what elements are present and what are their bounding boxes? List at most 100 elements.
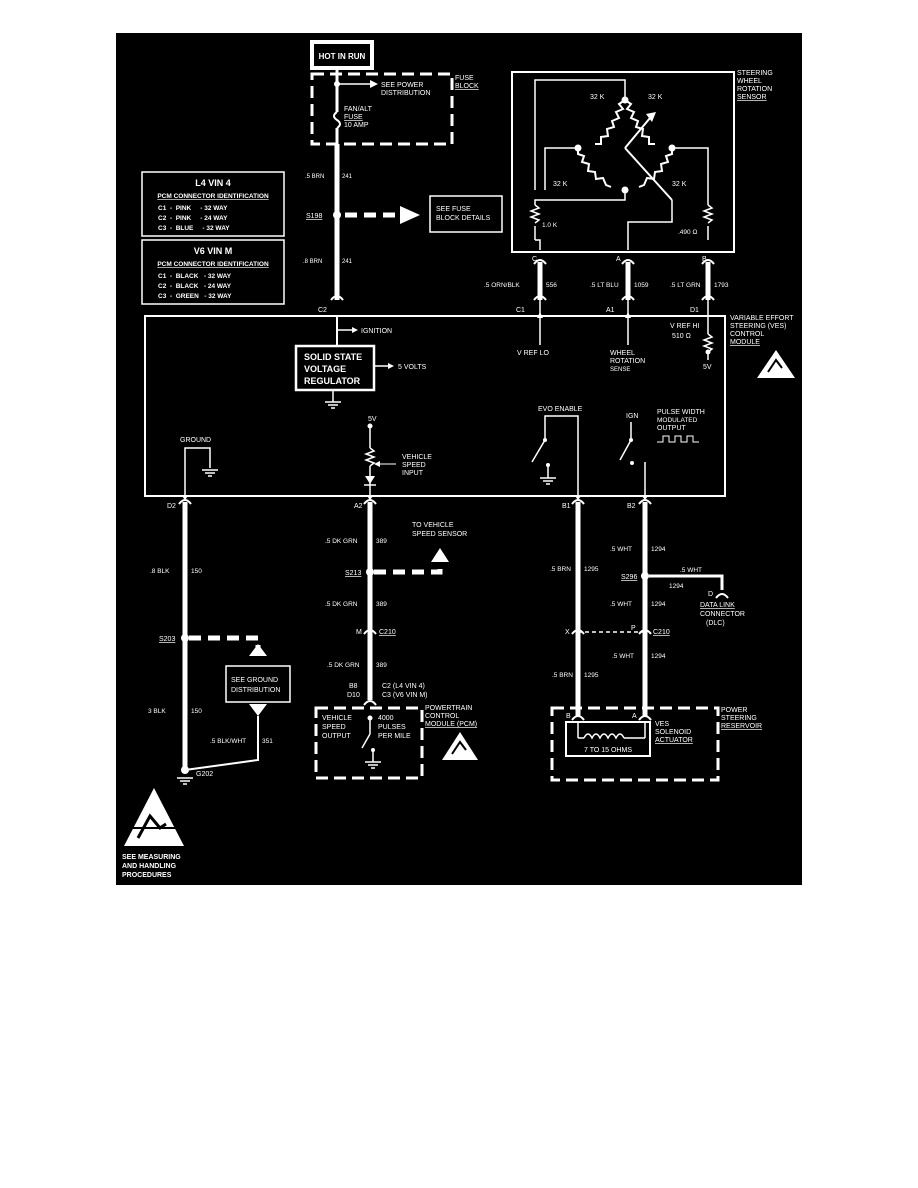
resistor-value: 32 K — [672, 181, 687, 188]
v6-connector-table: V6 VIN M PCM CONNECTOR IDENTIFICATION C1… — [141, 239, 285, 305]
sensor-title: STEERING — [737, 70, 773, 77]
fuse-symbol — [333, 111, 341, 129]
pin-label: B1 — [562, 503, 571, 510]
table-subtitle: PCM CONNECTOR IDENTIFICATION — [157, 261, 269, 268]
module-title: VARIABLE EFFORT — [730, 315, 794, 322]
module-title: CONTROL — [730, 331, 764, 338]
pin-label: A — [616, 256, 621, 263]
diode-icon — [365, 476, 375, 484]
ignition-label: IGNITION — [361, 328, 392, 335]
see-ground-label: DISTRIBUTION — [231, 687, 280, 694]
splice-label: S213 — [345, 570, 361, 577]
regulator-label: VOLTAGE — [304, 364, 346, 374]
vss-label: SPEED SENSOR — [412, 531, 467, 538]
see-ground-label: SEE GROUND — [231, 677, 278, 684]
dlc-label: CONNECTOR — [700, 611, 745, 618]
fuse-name: FAN/ALT — [344, 106, 373, 113]
pwm-label: OUTPUT — [657, 425, 687, 432]
splice-s198 — [333, 211, 341, 219]
pulses-label: PULSES — [378, 724, 406, 731]
pin-label: B — [702, 256, 707, 263]
ground-label: GROUND — [180, 437, 211, 444]
esd-label: SEE MEASURING — [122, 854, 181, 861]
vref-hi-label: V REF HI — [670, 323, 700, 330]
five-volts-label: 5 VOLTS — [398, 364, 427, 371]
table-title: L4 VIN 4 — [195, 178, 231, 188]
arrow-up-icon — [431, 548, 449, 562]
connector-label: C210 — [379, 629, 396, 636]
wire-label: .8 BLK — [150, 568, 170, 575]
switch-icon — [361, 733, 371, 749]
resistor-value: 32 K — [648, 94, 663, 101]
pwm-label: PULSE WIDTH — [657, 409, 705, 416]
pin-label: X — [565, 629, 570, 636]
wheel-rotation-label: WHEEL — [610, 350, 635, 357]
resistor-value: 32 K — [553, 181, 568, 188]
switch-icon — [619, 439, 632, 461]
see-ground-box — [225, 665, 291, 703]
pwm-label: MODULATED — [657, 417, 698, 424]
wire-label: .5 BRN — [305, 174, 324, 180]
esd-label: PROCEDURES — [122, 872, 172, 879]
splice-s203 — [181, 634, 189, 642]
connector-label: C2 — [318, 307, 327, 314]
pin-label: D1 — [690, 307, 699, 314]
wire-label: .5 WHT — [610, 546, 632, 553]
circuit-number: 1294 — [651, 653, 666, 660]
see-power-label: SEE POWER — [381, 82, 423, 89]
pcm-title: POWERTRAIN — [425, 705, 472, 712]
see-fuse-label-2: BLOCK DETAILS — [436, 215, 491, 222]
voltage-regulator — [294, 344, 376, 392]
table-row: C1 - BLACK - 32 WAY — [158, 273, 232, 280]
circuit-number: 556 — [546, 282, 557, 289]
pcm-title: MODULE (PCM) — [425, 721, 477, 728]
regulator-label: REGULATOR — [304, 376, 361, 386]
pin-label: A1 — [606, 307, 615, 314]
wire-label: .5 WHT — [610, 601, 632, 608]
pcm-output-label: SPEED — [322, 724, 346, 731]
table-row: C1 - PINK - 32 WAY — [158, 205, 228, 212]
actuator-label: ACTUATOR — [655, 737, 693, 744]
pin-label: A — [632, 713, 637, 720]
vehicle-speed-input-label: INPUT — [402, 470, 424, 477]
circuit-number: 389 — [376, 538, 387, 545]
pin-label: M — [356, 629, 362, 636]
see-power-label-2: DISTRIBUTION — [381, 90, 430, 97]
esd-warning-icon — [757, 350, 795, 378]
see-fuse-details-box — [429, 195, 503, 233]
pcm-title: CONTROL — [425, 713, 459, 720]
arrow-up-icon — [249, 644, 267, 656]
ground-icon — [540, 477, 556, 485]
arrow-down-icon — [249, 704, 267, 716]
l4-connector-table: L4 VIN 4 PCM CONNECTOR IDENTIFICATION C1… — [141, 171, 285, 237]
regulator-label: SOLID STATE — [304, 352, 362, 362]
splice-label: S203 — [159, 636, 175, 643]
table-row: C2 - BLACK - 24 WAY — [158, 283, 232, 290]
arrow-right-icon — [388, 363, 394, 369]
sensor-title: WHEEL — [737, 78, 762, 85]
pin-label: B — [566, 713, 571, 720]
resistor-value: 1.0 K — [542, 222, 558, 229]
connector-label: C210 — [653, 629, 670, 636]
wiper-arrow-icon — [646, 112, 656, 122]
reservoir-title: RESERVOIR — [721, 723, 762, 730]
wheel-rotation-label: SENSE — [610, 367, 630, 373]
resistor-value: 510 Ω — [672, 333, 691, 340]
fuse-rating: 10 AMP — [344, 122, 369, 129]
coil-icon — [583, 733, 625, 740]
circuit-number: 150 — [191, 708, 202, 715]
pin-label: D — [708, 591, 713, 598]
hot-in-run-label: HOT IN RUN — [319, 52, 366, 61]
pin-label: P — [631, 625, 636, 632]
pcm-output-label: OUTPUT — [322, 733, 352, 740]
pin-label: B8 — [349, 683, 358, 690]
fuse-block — [310, 70, 454, 146]
sensor-title: ROTATION — [737, 86, 772, 93]
circuit-number: 351 — [262, 738, 273, 745]
pin-label: D2 — [167, 503, 176, 510]
circuit-number: 150 — [191, 568, 202, 575]
esd-label: AND HANDLING — [122, 863, 177, 870]
ground-wire-351 — [184, 745, 259, 771]
circuit-number: 1059 — [634, 282, 649, 289]
splice-label: S296 — [621, 574, 637, 581]
